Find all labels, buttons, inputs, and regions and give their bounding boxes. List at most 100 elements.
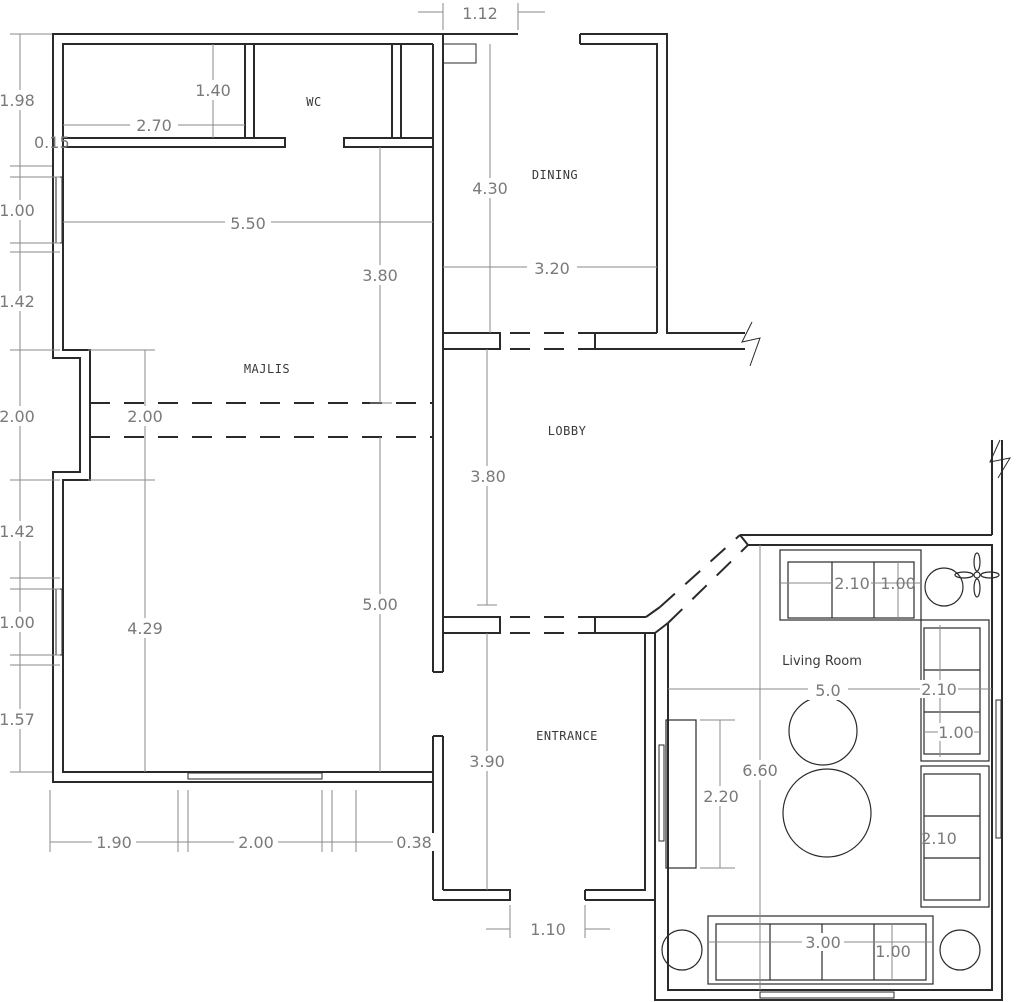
label-bg: [802, 933, 844, 951]
sofa-bottom: [707, 915, 934, 985]
plant-leaf: [973, 552, 981, 572]
sofa-top: [779, 549, 922, 621]
dim-label-living-width: 5.0: [815, 681, 840, 700]
room-label-entrance: ENTRANCE: [536, 729, 598, 743]
living-opening-b: [667, 544, 749, 624]
label-bg: [225, 213, 271, 233]
dim-label-living-depth: 6.60: [742, 761, 778, 780]
label-bg: [455, 4, 505, 22]
lobby-entrance-wall-right: [594, 617, 655, 634]
lobby-entrance-wall-left: [443, 616, 501, 634]
sofa-right-bottom: [920, 765, 990, 908]
dim-label-wc-height: 1.40: [195, 81, 231, 100]
lamp-table: [924, 567, 964, 607]
dim-label-dining-width: 3.20: [534, 259, 570, 278]
label-bg: [833, 574, 871, 592]
label-bg: [92, 833, 136, 851]
label-bg: [393, 833, 435, 851]
dim-label-wc-width: 2.70: [136, 116, 172, 135]
dim-label-bottom-3: 0.38: [396, 833, 432, 852]
side-table-left: [661, 929, 703, 971]
dining-lobby-wall-right: [594, 333, 745, 350]
window-living-right: [995, 699, 1002, 839]
dimension-labels: 1.12 1.40 2.70 1.98 0.15 1.00 1.42 2.00 …: [0, 4, 974, 961]
label-bg: [130, 116, 178, 134]
dim-label-sofa-bottom-len: 3.00: [805, 933, 841, 952]
window-majlis-upper: [55, 176, 63, 244]
plant-leaf: [973, 578, 981, 598]
living-room-furniture: [661, 549, 1000, 985]
dim-label-tv: 2.20: [703, 787, 739, 806]
dining-wall-inner: [580, 43, 658, 333]
column: [442, 43, 477, 64]
dim-label-sofa-bottom-depth: 1.00: [875, 942, 911, 961]
dim-label-sofa-right-top: 2.10: [921, 680, 957, 699]
room-labels: WC DINING MAJLIS LOBBY ENTRANCE Living R…: [244, 95, 862, 743]
label-bg: [0, 612, 38, 632]
label-bg: [0, 406, 38, 426]
dining-wall-outer: [580, 33, 745, 334]
sofa-bottom-seat: [715, 923, 927, 981]
dim-label-sofa-top-depth: 1.00: [880, 574, 916, 593]
plant-icon: [973, 571, 981, 579]
angled-wall: [645, 606, 661, 618]
dim-label-sofa-top-len: 2.10: [834, 574, 870, 593]
label-bg: [120, 618, 170, 638]
dim-label-bottom-1: 1.90: [96, 833, 132, 852]
dim-label-majlis-lower: 5.00: [362, 595, 398, 614]
dim-label-left-6: 1.42: [0, 522, 35, 541]
label-bg: [0, 291, 38, 311]
label-bg: [0, 200, 38, 220]
label-bg: [190, 80, 236, 100]
dim-label-sofa-right-bottom: 2.10: [921, 829, 957, 848]
dim-label-left-4: 1.42: [0, 292, 35, 311]
dim-label-left-5: 2.00: [0, 407, 35, 426]
dim-label-majlis-opening: 2.00: [127, 407, 163, 426]
label-bg: [808, 680, 848, 700]
sofa-top-seat: [787, 561, 915, 619]
dim-label-left-1: 1.98: [0, 91, 35, 110]
coffee-table-1: [788, 696, 858, 766]
wc-bottom-wall-right: [343, 137, 434, 148]
label-bg: [699, 786, 743, 806]
label-bg: [234, 833, 278, 851]
label-bg: [357, 265, 403, 285]
break-mark: [741, 321, 761, 367]
room-label-wc: WC: [306, 95, 321, 109]
angled-wall: [739, 534, 749, 546]
dining-lobby-wall-left: [443, 332, 501, 350]
dim-label-sofa-right-depth: 1.00: [938, 723, 974, 742]
entrance-wall-bottom-left: [433, 889, 511, 901]
dim-label-left-3: 1.00: [0, 201, 35, 220]
walls: [52, 33, 1012, 1001]
room-label-majlis: MAJLIS: [244, 362, 290, 376]
label-bg: [465, 466, 511, 486]
label-bg: [0, 521, 38, 541]
dim-label-entrance-depth: 3.90: [469, 752, 505, 771]
label-bg: [467, 178, 513, 198]
coffee-table-2: [782, 768, 872, 858]
dim-label-majlis-upper: 3.80: [362, 266, 398, 285]
window-living-left: [658, 744, 665, 842]
dim-label-dining-depth: 4.30: [472, 179, 508, 198]
room-label-living-room: Living Room: [782, 654, 862, 669]
side-table-right: [939, 929, 981, 971]
label-bg: [0, 90, 38, 110]
window-living-bottom: [759, 991, 895, 999]
plant-leaf: [980, 571, 1000, 579]
dim-label-top-opening: 1.12: [462, 4, 498, 23]
room-label-dining: DINING: [532, 168, 578, 182]
dim-label-majlis-width: 5.50: [230, 214, 266, 233]
label-bg: [0, 709, 38, 729]
label-bg: [938, 723, 974, 741]
tv-unit: [665, 719, 697, 869]
dim-label-left-2: 0.15: [34, 133, 70, 152]
label-bg: [465, 751, 511, 771]
wc-bottom-wall-left: [62, 137, 286, 148]
dim-label-majlis-lower-left: 4.29: [127, 619, 163, 638]
dimension-lines: [10, 3, 992, 990]
majlis-outer-wall: [52, 33, 443, 783]
break-mark-2: [989, 439, 1012, 479]
label-bg: [527, 258, 577, 278]
